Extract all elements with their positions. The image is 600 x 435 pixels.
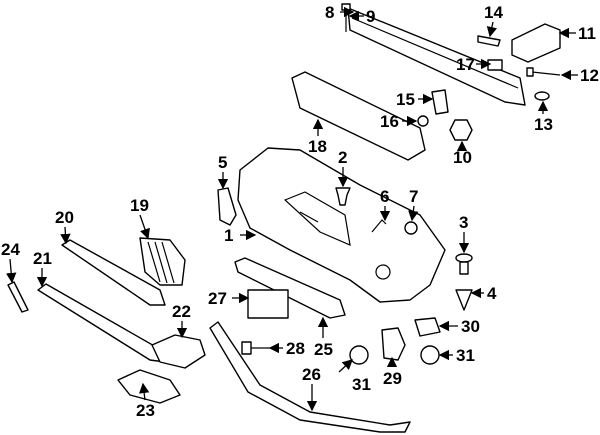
callout-17: 17 xyxy=(456,55,475,74)
bolt-28 xyxy=(241,341,270,355)
callout-25: 25 xyxy=(314,340,333,359)
sensor-ring-31a xyxy=(349,345,369,365)
lower-absorber-25 xyxy=(234,257,346,319)
leader-lines xyxy=(6,6,578,412)
energy-absorber xyxy=(291,71,426,161)
callout-28: 28 xyxy=(286,339,305,358)
callout-16: 16 xyxy=(380,112,399,131)
bumper-cover xyxy=(237,147,446,303)
plate-27 xyxy=(247,289,289,319)
callout-20: 20 xyxy=(55,208,74,227)
callout-12: 12 xyxy=(580,66,599,85)
callout-21: 21 xyxy=(33,249,52,268)
clip-17 xyxy=(487,59,503,71)
callout-15: 15 xyxy=(396,90,415,109)
clip-16 xyxy=(417,115,429,127)
callout-9: 9 xyxy=(366,7,375,26)
callout-13: 13 xyxy=(534,115,553,134)
callout-2: 2 xyxy=(338,148,347,167)
callout-8: 8 xyxy=(325,3,334,22)
callout-18: 18 xyxy=(308,137,327,156)
callout-4: 4 xyxy=(487,284,497,303)
bracket-5 xyxy=(217,187,237,226)
bracket-15 xyxy=(431,89,449,115)
callout-27: 27 xyxy=(208,289,227,308)
callout-6: 6 xyxy=(380,187,389,206)
callout-31-left: 31 xyxy=(352,375,371,394)
callout-31-right: 31 xyxy=(456,346,475,365)
clip-13 xyxy=(534,91,550,101)
sensor-30 xyxy=(414,317,441,337)
callout-22: 22 xyxy=(172,302,191,321)
clip-2 xyxy=(335,187,351,206)
kidney-grille xyxy=(139,237,186,286)
bracket-11 xyxy=(511,23,561,63)
sensor-29 xyxy=(381,327,406,361)
spoiler-26 xyxy=(209,321,411,433)
callout-10: 10 xyxy=(453,148,472,167)
callout-26: 26 xyxy=(302,365,321,384)
callout-5: 5 xyxy=(218,153,227,172)
clip-7 xyxy=(404,221,418,235)
callout-29: 29 xyxy=(383,369,402,388)
molding-24 xyxy=(7,281,29,313)
bolt-12 xyxy=(526,67,561,77)
callout-labels: 8 9 14 11 17 12 13 15 16 18 10 5 2 6 7 3… xyxy=(1,3,599,420)
callout-19: 19 xyxy=(130,196,149,215)
callout-24: 24 xyxy=(1,240,20,259)
callout-30: 30 xyxy=(461,317,480,336)
nut-10 xyxy=(449,119,473,141)
callout-7: 7 xyxy=(409,187,418,206)
screw-3 xyxy=(455,253,473,275)
clip-4 xyxy=(455,289,473,311)
callout-14: 14 xyxy=(484,3,503,22)
fog-grille-22 xyxy=(151,334,206,369)
callout-23: 23 xyxy=(136,401,155,420)
callout-3: 3 xyxy=(459,213,468,232)
clip-14 xyxy=(477,35,501,47)
sensor-ring-31b xyxy=(420,345,440,365)
callout-1: 1 xyxy=(224,226,233,245)
callout-11: 11 xyxy=(578,24,596,43)
fog-cover-23 xyxy=(117,369,181,404)
